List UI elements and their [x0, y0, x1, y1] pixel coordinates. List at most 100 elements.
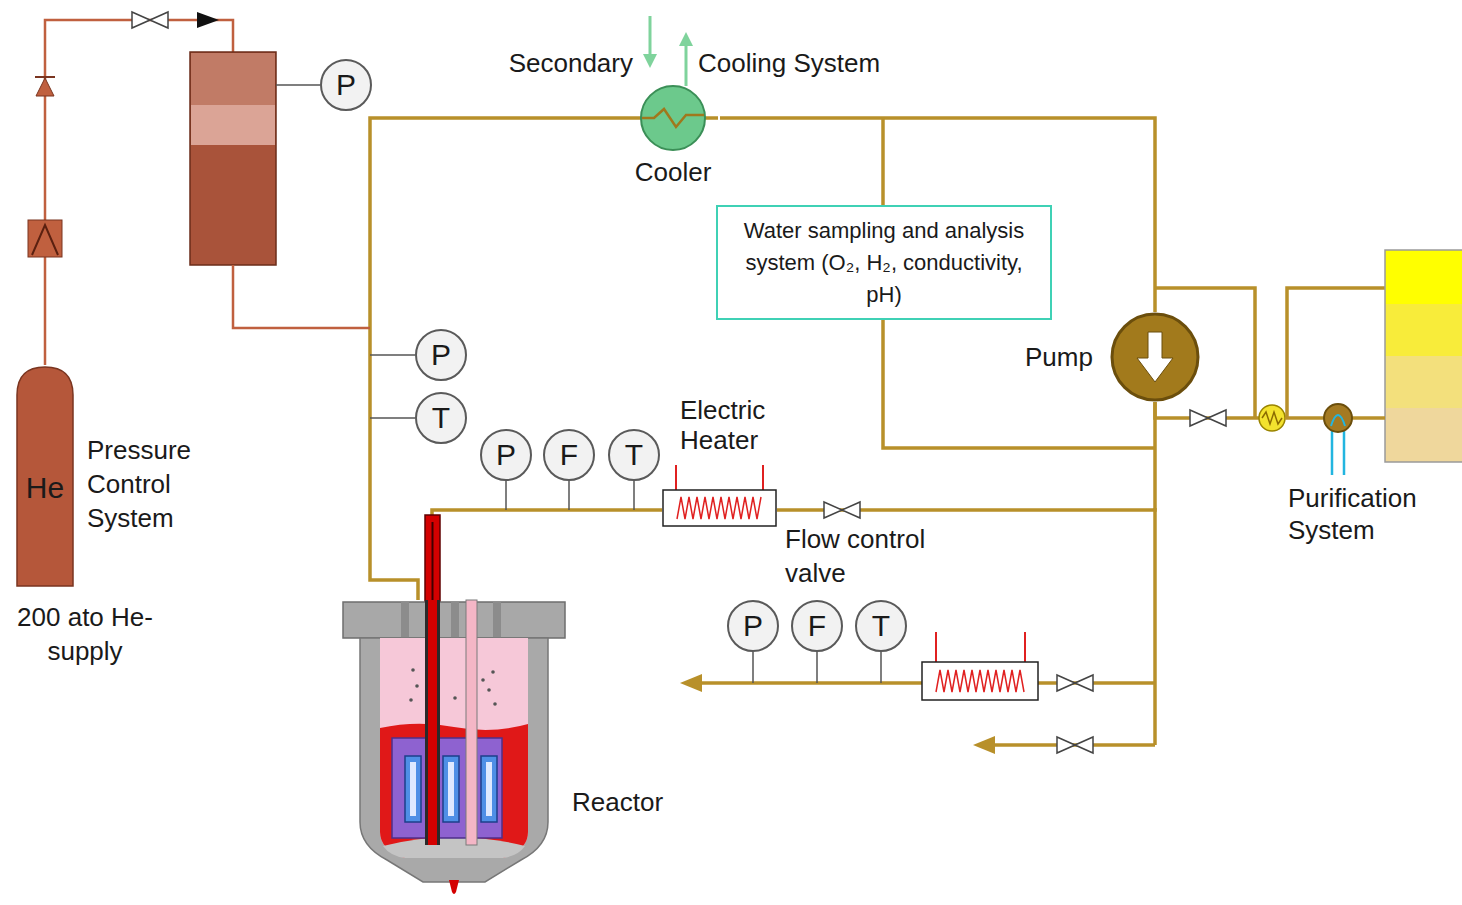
valve-symbol: [824, 502, 860, 518]
valve-symbol: [1190, 410, 1226, 426]
reactor-vessel-drawing: [425, 600, 440, 845]
reactor-vessel-drawing: [466, 600, 477, 845]
purification-unit-drawing: [1324, 404, 1352, 432]
cooler-symbol-drawing: [705, 116, 718, 120]
reactor-vessel-drawing: [493, 702, 497, 706]
reactor-vessel-drawing: [453, 696, 457, 700]
plain-label: Pressure Control System: [87, 433, 217, 535]
reactor-vessel-drawing: [481, 678, 485, 682]
gauge-circle: P: [415, 329, 467, 381]
reactor-vessel-drawing: [392, 738, 502, 838]
lower-heater: [922, 632, 1038, 700]
filter-symbol: [32, 225, 58, 255]
reactor-vessel-drawing: [409, 698, 413, 702]
reactor-tube: [432, 522, 434, 603]
reactor-vessel-drawing: [343, 602, 565, 638]
node-label: Water sampling and analysis system (O₂, …: [732, 215, 1036, 311]
reactor-vessel-drawing: [486, 762, 492, 816]
node-label: Pump: [1025, 342, 1105, 372]
outlet-arrowhead: [973, 736, 995, 754]
lower-heater: [1024, 632, 1026, 662]
reactor-vessel-drawing: [380, 638, 528, 858]
pump-symbol: Pump: [1020, 312, 1200, 402]
reactor-vessel-drawing: [343, 600, 693, 890]
gauge-circle: P: [727, 600, 779, 652]
storage-tank: [1385, 304, 1462, 356]
reactor-vessel-drawing: [428, 600, 437, 845]
node-label: He: [15, 471, 75, 505]
plain-label: Secondary: [470, 47, 633, 79]
gauge-taps: [370, 354, 415, 356]
secondary-coolant-arrows: [679, 32, 693, 46]
node-label: T: [432, 403, 450, 433]
plain-label: 200 ato He-supply: [5, 600, 165, 668]
outlet-arrowhead: [680, 674, 702, 692]
gauge-circle: F: [791, 600, 843, 652]
reactor-vessel-drawing: [415, 684, 419, 688]
cooler-symbol-drawing: [628, 116, 641, 120]
gauge-circle: T: [608, 429, 660, 481]
flow-arrowhead: [197, 12, 219, 28]
storage-tank: [1385, 356, 1462, 408]
gauge-circle: T: [415, 392, 467, 444]
node-label: P: [431, 340, 451, 370]
reactor-vessel-drawing: [410, 762, 416, 816]
heat-exchanger: [1259, 405, 1285, 431]
pump-symbol-drawing: [1112, 314, 1198, 400]
valve-symbol: [1057, 737, 1093, 753]
filter-symbol: [28, 220, 62, 257]
pressurizer-tank: [190, 52, 276, 265]
electric-heater: Electric Heater: [662, 395, 778, 528]
node-label: F: [808, 611, 826, 641]
tank-line: [233, 265, 370, 328]
reactor-vessel-drawing: [380, 724, 528, 858]
purification-unit-drawing: [1285, 416, 1325, 420]
gauge-circle: T: [855, 600, 907, 652]
electric-heater-drawing: [677, 497, 761, 519]
pressurizer-tank: [191, 53, 275, 105]
storage-tank: [1385, 408, 1462, 462]
storage-tank: [1385, 250, 1462, 462]
gas-cylinder: He: [15, 365, 77, 587]
node-label: P: [496, 440, 516, 470]
node-label: Purification System: [1288, 482, 1443, 546]
gauge-taps: [633, 481, 635, 510]
gauge-circle: P: [480, 429, 532, 481]
cooler-symbol: Cooler: [628, 85, 720, 190]
coolant-pipes: [881, 118, 885, 205]
node-label: P: [336, 70, 356, 100]
node-label: Reactor: [572, 787, 687, 817]
reactor-vessel-drawing: [449, 880, 459, 894]
pipe-connector: [777, 402, 1155, 510]
storage-tank: [1385, 250, 1462, 304]
valve-symbol: [824, 410, 1226, 753]
gas-valve: [132, 12, 168, 28]
electric-heater-drawing: [663, 490, 776, 526]
gauge-circle: F: [543, 429, 595, 481]
secondary-coolant-arrows: [643, 54, 657, 68]
purification-unit-drawing: [1351, 416, 1385, 420]
heat-exchanger: [1259, 405, 1285, 431]
gauge-taps: [816, 652, 818, 683]
purification-unit-drawing: [1331, 415, 1345, 426]
coolant-pipes: [1153, 508, 1157, 745]
secondary-coolant-arrows: [643, 16, 693, 86]
gauge-taps: [568, 481, 570, 510]
cooler-symbol-drawing: [641, 86, 705, 150]
check-valve: [35, 76, 55, 78]
pressurizer-tank: [190, 52, 276, 265]
reactor-vessel-drawing: [451, 602, 459, 638]
gauge-tap: [276, 84, 320, 86]
coolant-pipes: [700, 118, 1385, 745]
pump-symbol-drawing: [1137, 332, 1173, 382]
gauge-taps: [752, 652, 754, 683]
lower-heater: [922, 662, 1038, 700]
secondary-coolant-arrows: [649, 16, 652, 56]
pipe-connector: [432, 510, 662, 600]
lower-heater: [935, 632, 937, 662]
reactor-vessel-drawing: [487, 688, 491, 692]
electric-heater-drawing: [675, 465, 677, 490]
check-valve: [36, 78, 54, 96]
check-valve: [35, 77, 55, 96]
